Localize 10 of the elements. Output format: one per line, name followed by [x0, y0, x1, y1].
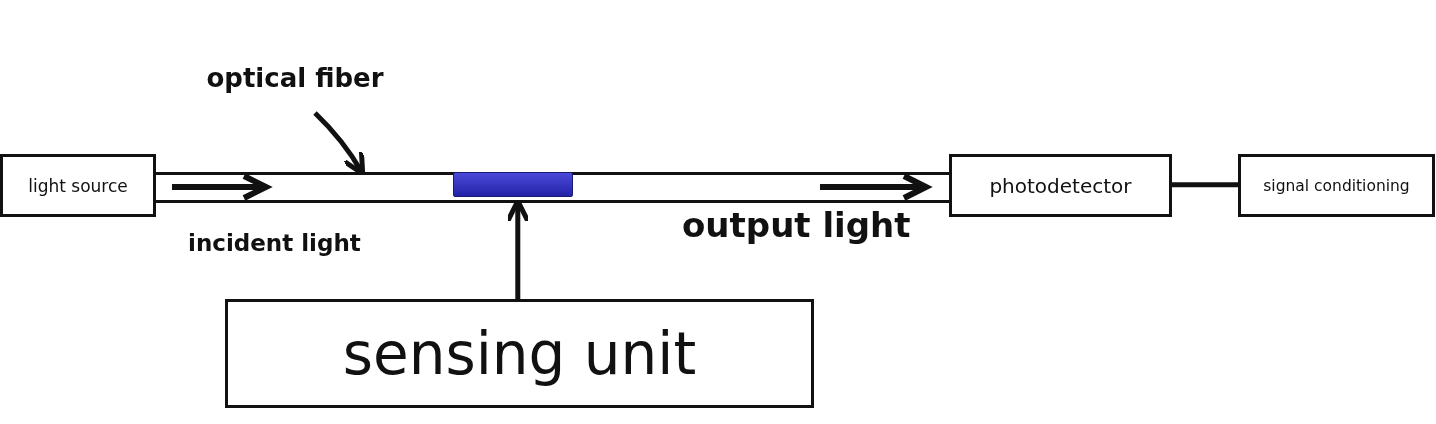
signal-conditioning-box: signal conditioning: [1238, 154, 1435, 217]
callout-text: optical fiber: [206, 63, 384, 93]
connector-line: [1172, 182, 1238, 188]
photodetector-box: photodetector: [949, 154, 1172, 217]
text-label: incident light: [188, 230, 361, 256]
light-source-box: light source: [0, 154, 156, 217]
sensing-unit-box: sensing unit: [225, 299, 814, 408]
optical-fiber-bar: [155, 172, 950, 203]
text-label: output light: [682, 205, 911, 245]
sensing-element-block: [453, 172, 573, 197]
